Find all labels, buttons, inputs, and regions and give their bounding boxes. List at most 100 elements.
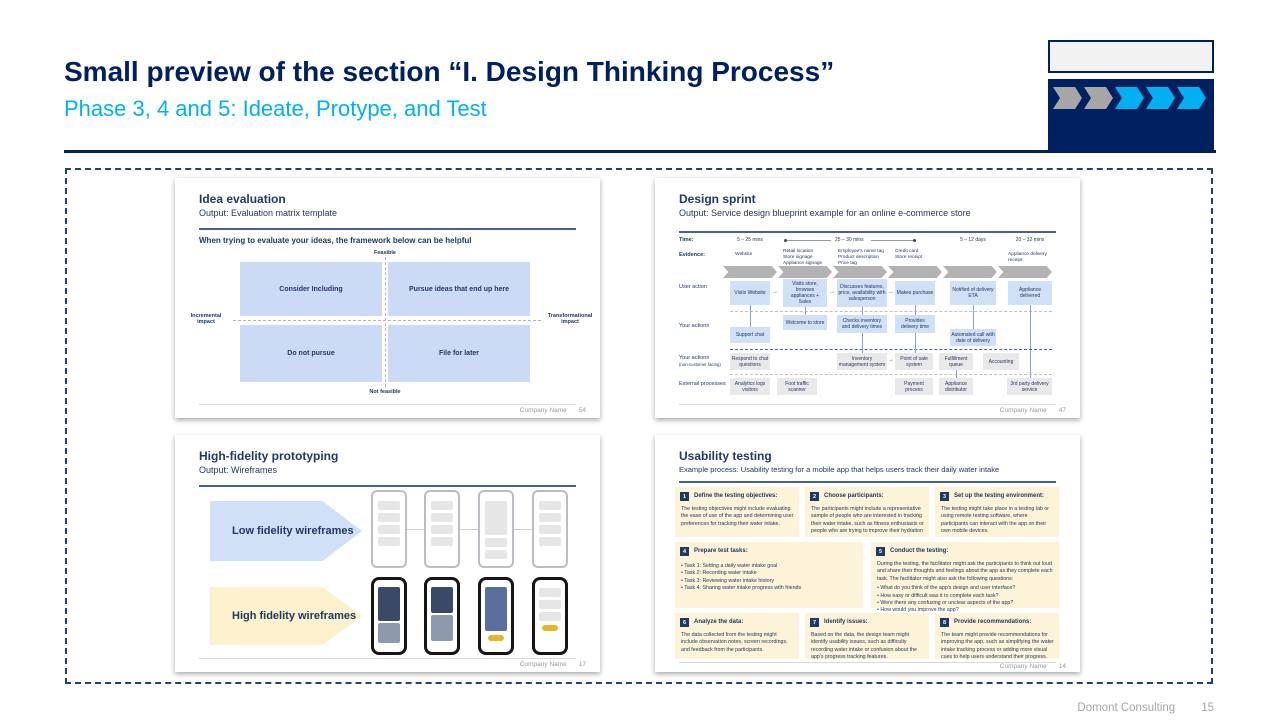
usability-step: 6 Analyze the data: The data collected f… bbox=[675, 613, 799, 659]
flow-box: Fulfillment queue bbox=[939, 353, 973, 370]
step-title: Identify issues: bbox=[824, 619, 868, 625]
mini-footer-line bbox=[679, 662, 1056, 663]
mini-page-number: 47 bbox=[1058, 407, 1066, 414]
company-name: Company Name bbox=[519, 407, 567, 414]
step-title: Define the testing objectives: bbox=[694, 493, 778, 499]
stage-chevron-icon bbox=[833, 266, 887, 278]
flow-box: Visits store, browses appliances + Sales bbox=[783, 279, 827, 307]
mini-slide-title: Idea evaluation bbox=[199, 192, 286, 206]
wireframe-row bbox=[485, 538, 507, 547]
flow-box: Payment process bbox=[895, 378, 933, 395]
connector-line bbox=[805, 307, 806, 315]
step-body: The participants might include a represe… bbox=[811, 506, 924, 535]
wireframe-row bbox=[378, 501, 400, 510]
mockup-button bbox=[487, 635, 505, 641]
backstage-row-label: Your actions bbox=[679, 355, 710, 361]
progress-chevron-icon bbox=[1146, 87, 1175, 109]
stage-chevron-icon bbox=[723, 266, 777, 278]
step-number-badge: 5 bbox=[876, 547, 885, 556]
phone-connector bbox=[407, 529, 424, 530]
flow-box: Checks inventory and delivery times bbox=[837, 315, 887, 333]
lowfi-wireframe-phone bbox=[371, 490, 407, 568]
mini-slide-subtitle: Example process: Usability testing for a… bbox=[679, 465, 1000, 474]
evidence-value: Website bbox=[735, 252, 753, 257]
matrix-quadrant: Do not pursue bbox=[240, 325, 382, 382]
framework-statement: When trying to evaluate your ideas, the … bbox=[199, 236, 472, 245]
mini-slide-subtitle: Output: Evaluation matrix template bbox=[199, 208, 338, 218]
mini-slide-subtitle: Output: Wireframes bbox=[199, 465, 278, 475]
wireframe-row bbox=[378, 525, 400, 534]
page-footer: Domont Consulting 15 bbox=[1077, 702, 1214, 714]
matrix-horizontal-axis bbox=[233, 320, 541, 321]
wireframe-row bbox=[539, 525, 561, 534]
wireframe-row bbox=[378, 513, 400, 522]
company-name: Company Name bbox=[999, 407, 1047, 414]
highfi-mockup-phone bbox=[371, 577, 407, 655]
wireframe-row bbox=[539, 537, 561, 546]
progress-chevron-icon bbox=[1053, 87, 1082, 109]
preview-frame bbox=[65, 168, 1213, 684]
high-fidelity-label: High fidelity wireframes bbox=[232, 610, 357, 622]
footer-brand: Domont Consulting bbox=[1077, 702, 1176, 714]
step-task: Task 2: Recording water intake bbox=[681, 570, 858, 577]
connector-line bbox=[956, 370, 957, 378]
mini-slide-title: High-fidelity prototyping bbox=[199, 449, 339, 463]
connector-line bbox=[750, 305, 751, 327]
lowfi-wireframe-phone bbox=[532, 490, 568, 568]
mini-slide-rule bbox=[679, 231, 1056, 233]
mini-slide-footer: Company Name 17 bbox=[520, 661, 586, 668]
flow-box: Appliance delivered bbox=[1008, 281, 1052, 305]
slide-thumbnail-design-sprint[interactable]: Design sprint Output: Service design blu… bbox=[655, 178, 1080, 418]
line-of-visibility bbox=[730, 349, 1052, 350]
time-span-line bbox=[871, 240, 913, 241]
step-task-list: Task 1: Setting a daily water intake goa… bbox=[681, 563, 858, 593]
step-body: The team might provide recommendations f… bbox=[941, 632, 1054, 661]
flow-arrow-icon: → bbox=[772, 289, 778, 295]
mini-footer-line bbox=[199, 658, 576, 659]
step-task: Task 4: Sharing water intake progress wi… bbox=[681, 585, 858, 592]
step-question: How would you improve the app? bbox=[877, 607, 1054, 614]
mini-footer-line bbox=[679, 404, 1056, 405]
time-span-line bbox=[787, 240, 831, 241]
user-action-row-label: User action bbox=[679, 284, 707, 290]
time-span-dot bbox=[784, 239, 787, 242]
flow-box: Accounting bbox=[983, 353, 1019, 370]
matrix-vertical-axis bbox=[385, 257, 386, 387]
slide-thumbnail-usability-testing[interactable]: Usability testing Example process: Usabi… bbox=[655, 435, 1080, 672]
flow-box: Visits Website bbox=[730, 281, 770, 305]
lowfi-wireframe-phone bbox=[424, 490, 460, 568]
phone-connector bbox=[514, 529, 532, 530]
highfi-mockup-phone bbox=[424, 577, 460, 655]
step-number-badge: 4 bbox=[680, 547, 689, 556]
phone-connector bbox=[460, 529, 478, 530]
mini-footer-line bbox=[199, 404, 576, 405]
progress-chevron-icon bbox=[1084, 87, 1113, 109]
step-title: Provide recommendations: bbox=[954, 619, 1032, 625]
usability-step: 4 Prepare test tasks: Task 1: Setting a … bbox=[675, 542, 863, 608]
external-row-label: External processes bbox=[679, 381, 726, 387]
time-span-dot bbox=[913, 239, 916, 242]
slide-thumbnail-prototyping[interactable]: High-fidelity prototyping Output: Wirefr… bbox=[175, 435, 600, 672]
evidence-value: Credit card Store receipt bbox=[895, 249, 923, 260]
highfi-mockup-phone bbox=[478, 577, 514, 655]
mini-slide-subtitle: Output: Service design blueprint example… bbox=[679, 208, 971, 218]
time-value: 5 – 25 mins bbox=[737, 237, 763, 243]
highfi-mockup-phone bbox=[532, 577, 568, 655]
axis-label-right: Transformational impact bbox=[547, 313, 593, 325]
step-body: The testing might take place in a testin… bbox=[941, 506, 1050, 535]
step-number-badge: 8 bbox=[940, 618, 949, 627]
your-actions-row-label: Your actions bbox=[679, 323, 710, 329]
step-number-badge: 2 bbox=[810, 492, 819, 501]
page-title: Small preview of the section “I. Design … bbox=[64, 56, 835, 87]
flow-box: Analytics logs visitors bbox=[730, 378, 770, 395]
flow-arrow-icon: → bbox=[829, 289, 835, 295]
step-question: What do you think of the app's design an… bbox=[877, 585, 1054, 592]
step-title: Prepare test tasks: bbox=[694, 548, 748, 554]
wireframe-row bbox=[539, 513, 561, 522]
flow-arrow-icon: → bbox=[888, 289, 894, 295]
wireframe-row bbox=[539, 600, 561, 609]
flow-arrow-icon: → bbox=[888, 357, 894, 363]
flow-box: Point of sale system bbox=[895, 353, 933, 370]
flow-box: Provides delivery time bbox=[895, 315, 935, 333]
slide-thumbnail-idea-evaluation[interactable]: Idea evaluation Output: Evaluation matri… bbox=[175, 178, 600, 418]
